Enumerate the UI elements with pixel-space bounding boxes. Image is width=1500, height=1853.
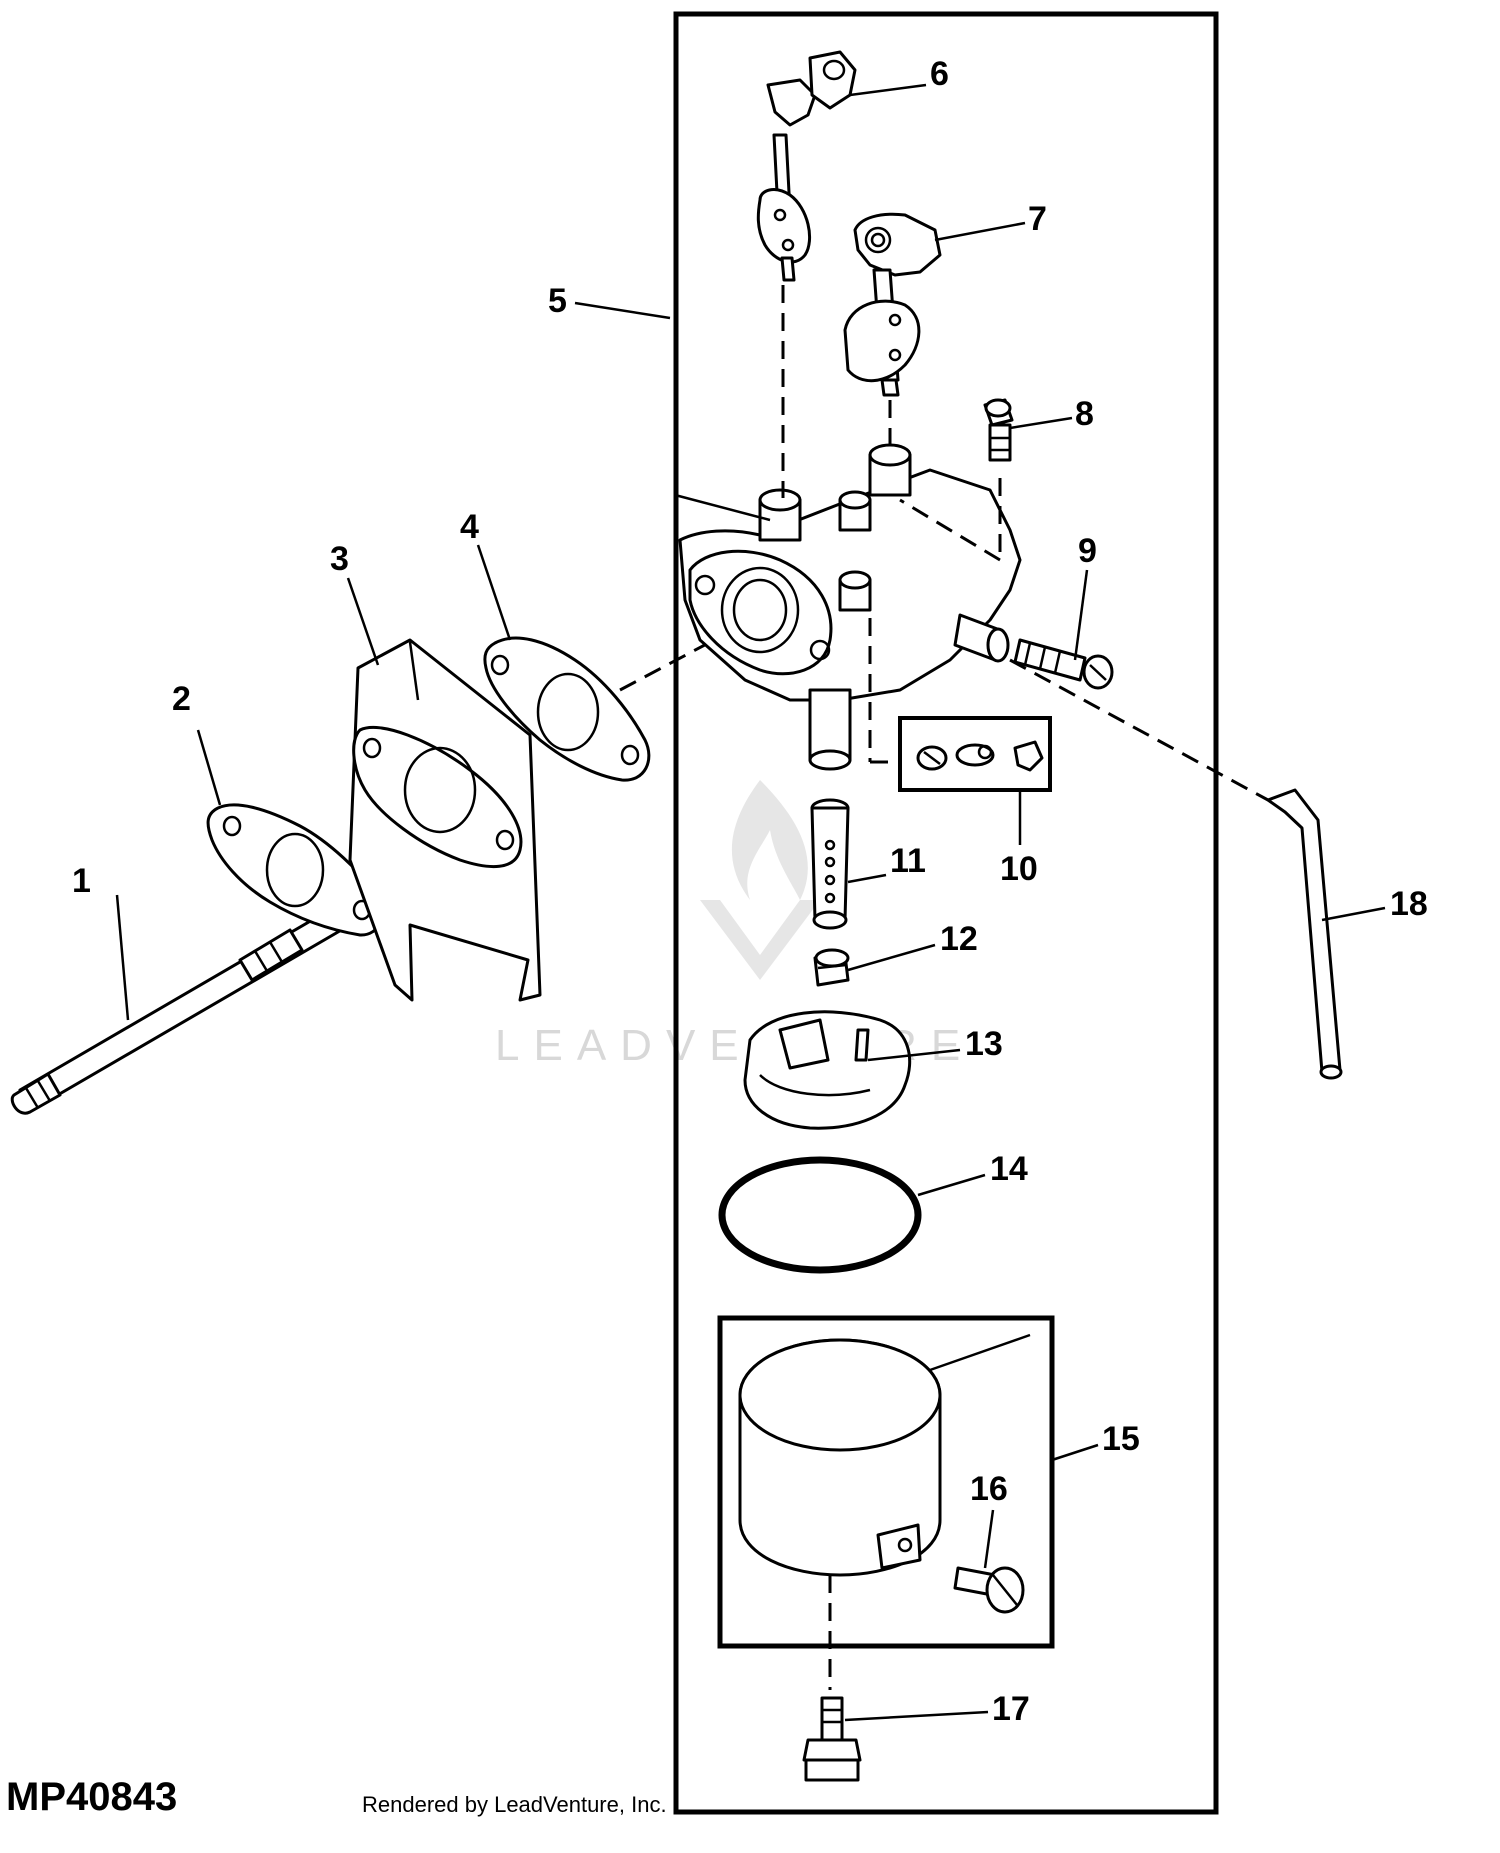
part-15-float-bowl [717,1315,1055,1649]
part-7-choke-shaft [843,212,942,397]
callout-16: 16 [970,1470,1008,1508]
callout-18: 18 [1390,885,1428,923]
callout-3: 3 [330,540,349,578]
callout-8: 8 [1075,395,1094,433]
leader-lines [115,83,1386,1722]
part-3-insulator [348,638,542,1002]
callout-9: 9 [1078,532,1097,570]
callout-15: 15 [1102,1420,1140,1458]
part-17-drain-bolt [802,1696,862,1782]
part-11-nozzle [810,798,850,930]
callout-12: 12 [940,920,978,958]
callout-17: 17 [992,1690,1030,1728]
callout-13: 13 [965,1025,1003,1063]
part-4-gasket [483,636,651,782]
part-16-bowl-screw [953,1566,1025,1614]
part-14-o-ring [718,1156,922,1274]
callout-10: 10 [1000,850,1038,888]
callout-labels: 1 2 3 4 5 6 7 8 9 10 11 12 13 14 15 16 1… [72,55,1428,1728]
watermark: LEADVENTURE [495,780,960,1070]
part-8-idle-screw [983,398,1014,462]
part-1-stud [10,896,364,1115]
callout-5: 5 [548,282,567,320]
part-10-jet-set [898,716,1052,792]
part-18-fuel-tube [1266,788,1343,1080]
part-12-main-jet [813,948,850,987]
drawing-number: MP40843 [6,1775,177,1819]
callout-7: 7 [1028,200,1047,238]
callout-6: 6 [930,55,949,93]
callout-11: 11 [890,842,926,880]
callout-1: 1 [72,862,91,900]
part-6-throttle-shaft [756,50,857,282]
render-credit: Rendered by LeadVenture, Inc. [362,1792,667,1817]
assembly-lines [781,285,1269,1690]
part-13-float [743,1010,912,1130]
carburetor-body [678,443,1022,771]
callout-4: 4 [460,508,479,546]
callout-14: 14 [990,1150,1028,1188]
callout-2: 2 [172,680,191,718]
carburetor-assembly-frame [673,11,1219,1815]
part-9-mixture-screw [1013,638,1114,690]
